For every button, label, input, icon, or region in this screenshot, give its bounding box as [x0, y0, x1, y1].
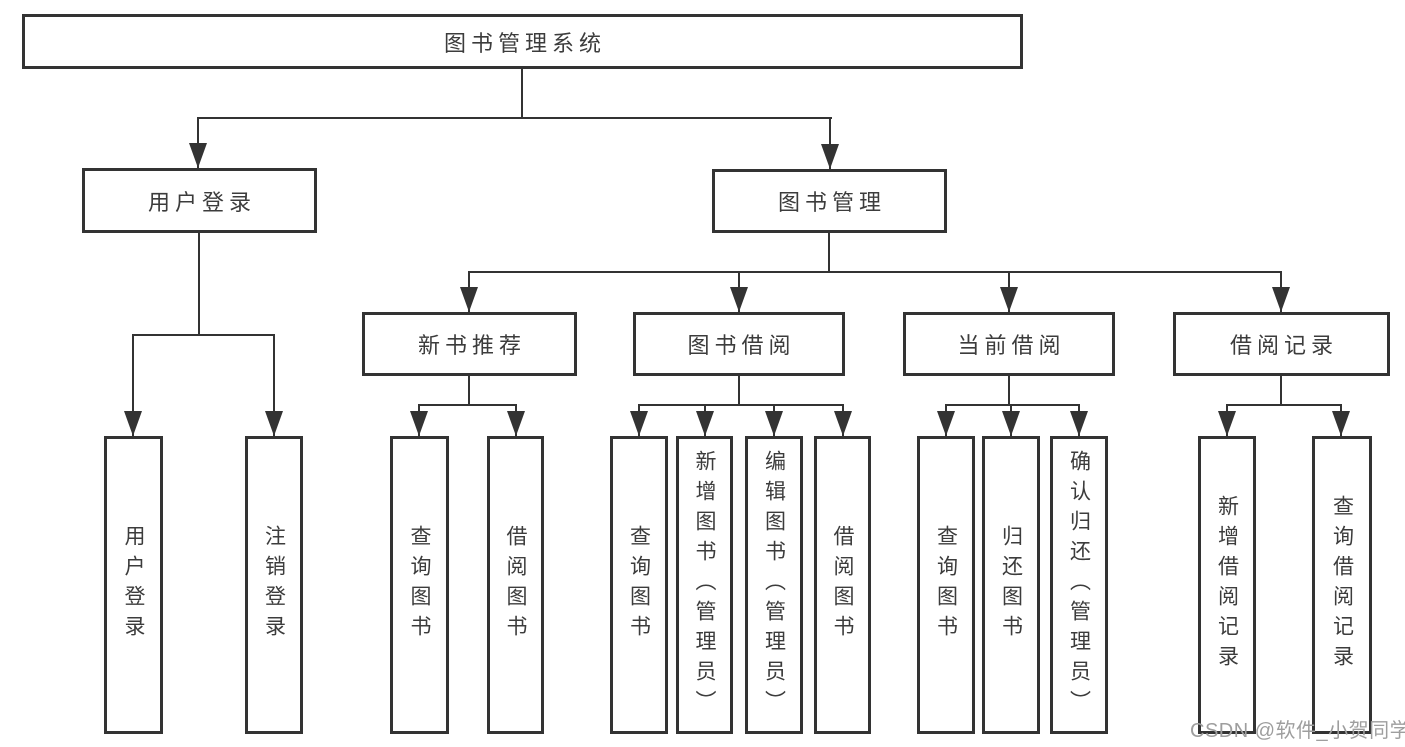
node-leaf-add-borrow-record-label: 新增借阅记录	[1215, 495, 1239, 675]
arrow-down-icon	[189, 143, 207, 168]
arrow-down-icon	[265, 411, 283, 436]
arrow-down-icon	[937, 411, 955, 436]
node-leaf-confirm-return: 确认归还（管理员）	[1050, 436, 1108, 734]
connector-new-book-rec-stem	[468, 376, 470, 406]
connector-current-borrow-split	[945, 404, 1080, 406]
node-leaf-query-book-rec-label: 查询图书	[408, 525, 431, 645]
node-leaf-query-book-borrow-label: 查询图书	[627, 525, 651, 645]
arrow-down-icon	[1070, 411, 1088, 436]
node-borrow-record: 借阅记录	[1173, 312, 1390, 376]
node-leaf-query-book-rec: 查询图书	[390, 436, 449, 734]
node-leaf-logout: 注销登录	[245, 436, 303, 734]
connector-user-login-split	[132, 334, 275, 336]
node-leaf-user-login-label: 用户登录	[122, 525, 145, 645]
node-root-label: 图书管理系统	[443, 30, 606, 56]
node-leaf-borrow-book-rec: 借阅图书	[487, 436, 544, 734]
connector-to-book-mgmt	[829, 117, 831, 169]
arrow-down-icon	[834, 411, 852, 436]
node-leaf-borrow-book-borrow-label: 借阅图书	[831, 525, 854, 645]
arrow-down-icon	[1000, 287, 1018, 312]
node-root: 图书管理系统	[22, 14, 1023, 69]
arrow-down-icon	[1332, 411, 1350, 436]
node-current-borrow-label: 当前借阅	[957, 333, 1066, 358]
connector-to-user-login	[197, 117, 199, 168]
node-book-borrow-label: 图书借阅	[687, 333, 796, 358]
node-leaf-query-book-current-label: 查询图书	[934, 525, 958, 645]
arrow-down-icon	[1218, 411, 1236, 436]
node-leaf-borrow-book-borrow: 借阅图书	[814, 436, 871, 734]
connector-to-leaf-logout	[273, 334, 275, 436]
arrow-down-icon	[460, 287, 478, 312]
node-leaf-edit-book: 编辑图书（管理员）	[745, 436, 803, 734]
connector-to-leaf-user-login	[132, 334, 134, 436]
connector-borrow-record-split	[1226, 404, 1342, 406]
connector-borrow-record-stem	[1280, 376, 1282, 406]
connector-root-split	[197, 117, 832, 119]
connector-book-mgmt-stem	[828, 233, 830, 273]
node-leaf-add-borrow-record: 新增借阅记录	[1198, 436, 1256, 734]
watermark: CSDN @软件_小贺同学	[1190, 720, 1405, 742]
node-book-mgmt: 图书管理	[712, 169, 947, 233]
node-leaf-query-book-current: 查询图书	[917, 436, 975, 734]
arrow-down-icon	[410, 411, 428, 436]
node-new-book-rec-label: 新书推荐	[417, 333, 526, 358]
connector-book-borrow-split	[638, 404, 844, 406]
node-borrow-record-label: 借阅记录	[1229, 333, 1338, 358]
connector-book-mgmt-split	[468, 271, 1282, 273]
node-leaf-borrow-book-rec-label: 借阅图书	[504, 525, 527, 645]
arrow-down-icon	[821, 144, 839, 169]
node-current-borrow: 当前借阅	[903, 312, 1115, 376]
node-leaf-query-book-borrow: 查询图书	[610, 436, 668, 734]
arrow-down-icon	[1002, 411, 1020, 436]
node-leaf-logout-label: 注销登录	[262, 525, 286, 645]
connector-new-book-rec-split	[418, 404, 517, 406]
node-book-borrow: 图书借阅	[633, 312, 845, 376]
node-leaf-edit-book-label: 编辑图书（管理员）	[762, 450, 786, 720]
connector-user-login-stem	[198, 233, 200, 336]
arrow-down-icon	[765, 411, 783, 436]
node-leaf-user-login: 用户登录	[104, 436, 163, 734]
connector-root-stem	[521, 69, 523, 118]
node-user-login-label: 用户登录	[147, 189, 256, 215]
connector-current-borrow-stem	[1008, 376, 1010, 406]
node-leaf-query-borrow-record: 查询借阅记录	[1312, 436, 1372, 734]
arrow-down-icon	[507, 411, 525, 436]
node-user-login: 用户登录	[82, 168, 317, 233]
arrow-down-icon	[124, 411, 142, 436]
connector-book-borrow-stem	[738, 376, 740, 406]
arrow-down-icon	[630, 411, 648, 436]
node-book-mgmt-label: 图书管理	[777, 190, 886, 215]
node-new-book-rec: 新书推荐	[362, 312, 577, 376]
node-leaf-return-book: 归还图书	[982, 436, 1040, 734]
arrow-down-icon	[696, 411, 714, 436]
arrow-down-icon	[1272, 287, 1290, 312]
node-leaf-query-borrow-record-label: 查询借阅记录	[1330, 495, 1354, 675]
node-leaf-return-book-label: 归还图书	[999, 525, 1023, 645]
arrow-down-icon	[730, 287, 748, 312]
node-leaf-add-book-label: 新增图书（管理员）	[693, 450, 716, 720]
node-leaf-add-book: 新增图书（管理员）	[676, 436, 733, 734]
node-leaf-confirm-return-label: 确认归还（管理员）	[1067, 450, 1091, 720]
